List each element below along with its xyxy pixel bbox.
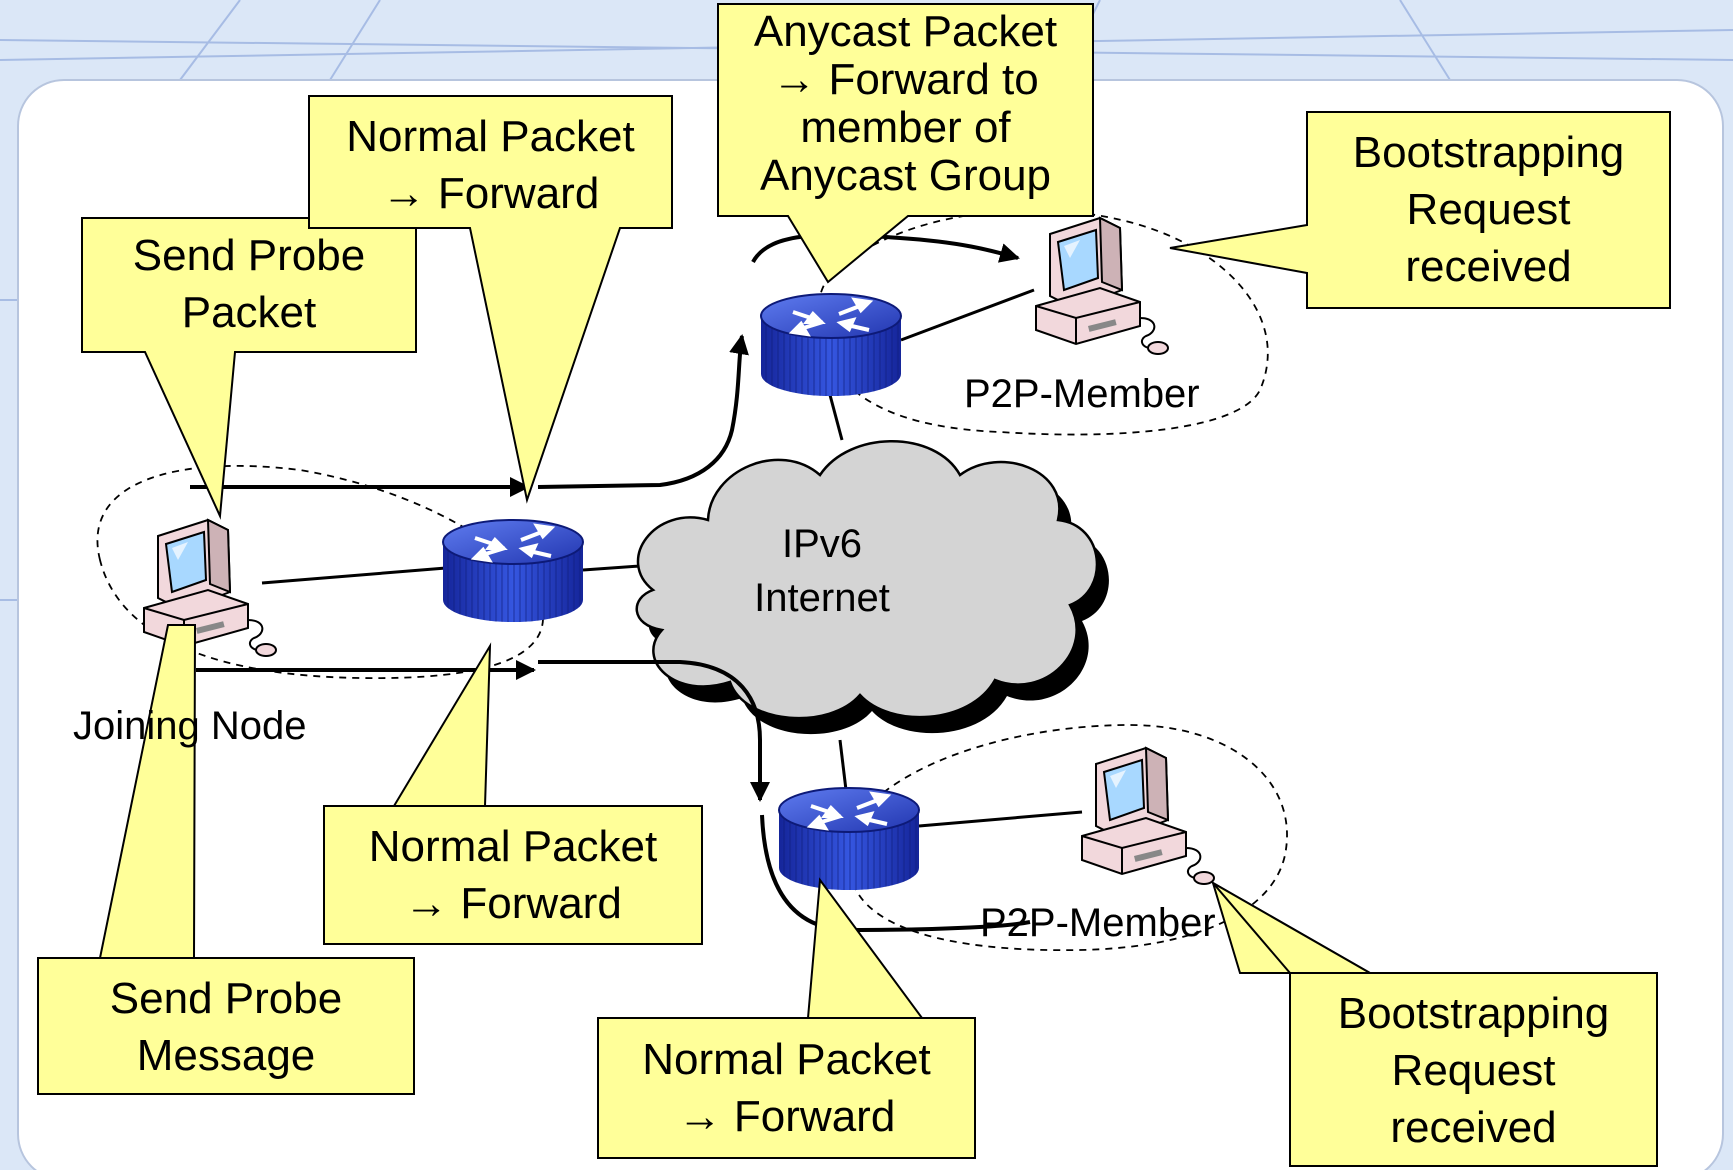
arrow-icon-up (537, 334, 749, 489)
callout-normal-packet-top: Normal Packet → Forward (346, 112, 635, 218)
callout-send-probe-message: Send Probe Message (109, 974, 343, 1080)
cloud-label: IPv6 Internet (742, 517, 902, 625)
cloud-label-line1: IPv6 (781, 522, 863, 566)
router-icon-top (759, 292, 903, 398)
p2p-member-top-label: P2P-Member (964, 372, 1200, 416)
joining-node-label: Joining Node (73, 704, 307, 748)
router-icon-bottom (777, 786, 921, 892)
callout-bootstrapping-top: Bootstrapping Request received (1352, 128, 1625, 291)
cloud-icon (635, 440, 1109, 735)
callout-anycast: Anycast Packet → Forward to member of An… (753, 7, 1058, 200)
arrow-icon-anycast (751, 232, 1020, 264)
callouts (37, 3, 1671, 1167)
cloud-label-line2: Internet (754, 576, 890, 620)
p2p-member-bottom-label: P2P-Member (980, 901, 1216, 945)
router-icon-left (441, 518, 585, 624)
callout-bootstrapping-bottom: Bootstrapping Request received (1337, 989, 1610, 1152)
callout-normal-packet-mid: Normal Packet → Forward (368, 822, 658, 928)
arrow-icon-down (538, 660, 770, 802)
callout-send-probe-packet: Send Probe Packet (132, 231, 366, 337)
callout-normal-packet-bottom: Normal Packet → Forward (642, 1035, 931, 1141)
